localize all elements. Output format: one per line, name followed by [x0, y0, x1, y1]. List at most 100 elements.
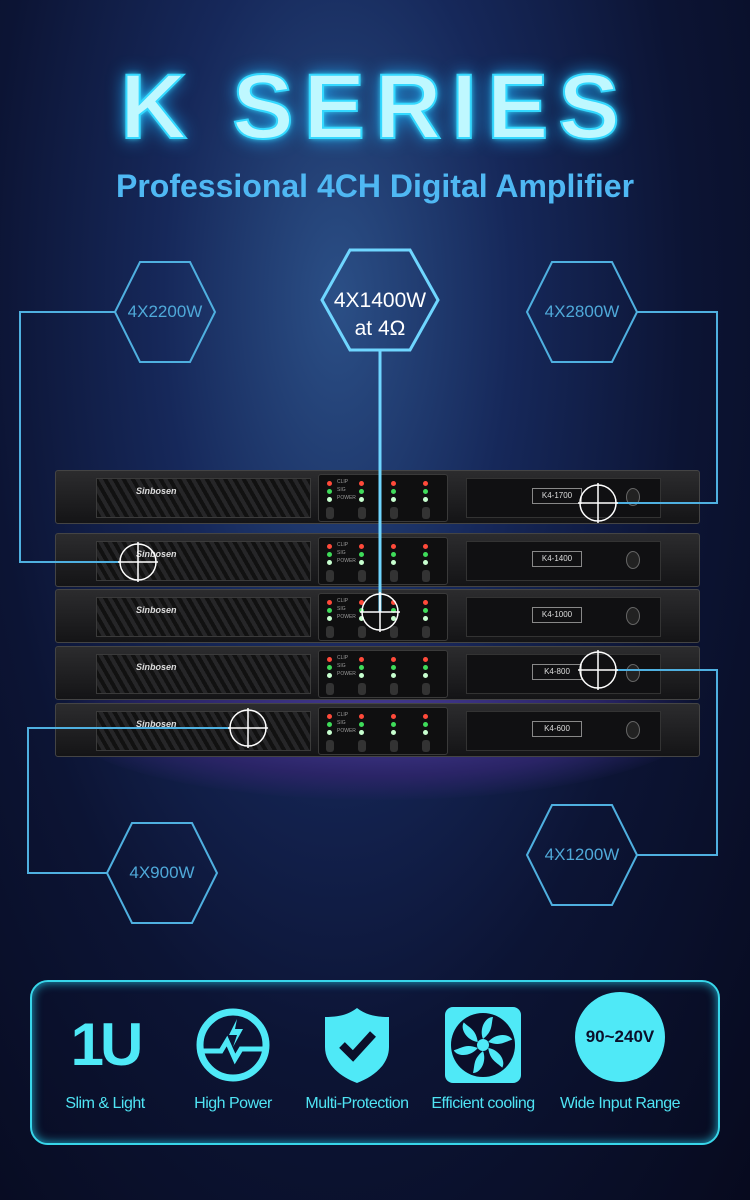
power-led — [391, 673, 396, 678]
gain-knob[interactable] — [326, 740, 334, 752]
power-led — [327, 497, 332, 502]
power-led — [359, 560, 364, 565]
gain-knob[interactable] — [390, 507, 398, 519]
gain-knob[interactable] — [326, 570, 334, 582]
sig-led — [391, 552, 396, 557]
feature-label: High Power — [194, 1095, 272, 1112]
hex-4x2200w — [113, 261, 217, 363]
gain-knob[interactable] — [390, 626, 398, 638]
power-led — [423, 560, 428, 565]
model-label: K4-600 — [532, 721, 582, 737]
gain-knob[interactable] — [390, 740, 398, 752]
indicator-panel: CLIP SIG POWER — [318, 650, 448, 698]
power-label-4x2800w: 4X2800W — [544, 302, 620, 321]
page-title: K SERIES — [119, 55, 630, 159]
gain-knob[interactable] — [358, 507, 366, 519]
amplifier-unit: Sinbosen CLIP SIG POWER K4-600 — [55, 703, 700, 757]
sig-led — [327, 722, 332, 727]
gain-knob[interactable] — [358, 626, 366, 638]
brand-logo: Sinbosen — [136, 662, 177, 672]
brand-logo: Sinbosen — [136, 719, 177, 729]
amplifier-unit: Sinbosen CLIP SIG POWER K4-800 — [55, 646, 700, 700]
power-led — [423, 730, 428, 735]
gain-knob[interactable] — [326, 507, 334, 519]
indicator-panel: CLIP SIG POWER — [318, 537, 448, 585]
model-label: K4-1000 — [532, 607, 582, 623]
power-label: POWER — [337, 728, 356, 734]
clip-led — [391, 714, 396, 719]
indicator-panel: CLIP SIG POWER — [318, 593, 448, 641]
amplifier-unit: Sinbosen CLIP SIG POWER K4-1400 — [55, 533, 700, 587]
gain-knob[interactable] — [422, 507, 430, 519]
power-label: POWER — [337, 558, 356, 564]
power-led — [423, 673, 428, 678]
clip-led — [327, 481, 332, 486]
gain-knob[interactable] — [358, 570, 366, 582]
gain-knob[interactable] — [422, 683, 430, 695]
power-switch[interactable] — [626, 488, 640, 506]
clip-led — [327, 657, 332, 662]
page-subtitle: Professional 4CH Digital Amplifier — [115, 168, 635, 204]
gain-knob[interactable] — [422, 626, 430, 638]
power-label-4x2200w: 4X2200W — [127, 302, 203, 321]
clip-led — [327, 600, 332, 605]
gain-knob[interactable] — [326, 683, 334, 695]
sig-led — [327, 608, 332, 613]
power-led — [423, 616, 428, 621]
model-label: K4-800 — [532, 664, 582, 680]
sig-led — [391, 489, 396, 494]
power-label-4x1200w: 4X1200W — [544, 845, 620, 864]
sig-led — [327, 489, 332, 494]
clip-led — [423, 714, 428, 719]
sig-led — [327, 552, 332, 557]
fan-icon — [445, 1007, 521, 1083]
gain-knob[interactable] — [390, 570, 398, 582]
clip-led — [327, 714, 332, 719]
gain-knob[interactable] — [326, 626, 334, 638]
power-led — [359, 497, 364, 502]
sig-led — [391, 665, 396, 670]
power-led — [391, 616, 396, 621]
sig-led — [423, 489, 428, 494]
clip-label: CLIP — [337, 479, 349, 485]
gain-knob[interactable] — [422, 740, 430, 752]
brand-logo: Sinbosen — [136, 549, 177, 559]
brand-logo: Sinbosen — [136, 605, 177, 615]
sig-led — [359, 665, 364, 670]
power-switch[interactable] — [626, 607, 640, 625]
clip-label: CLIP — [337, 655, 349, 661]
sig-led — [391, 608, 396, 613]
clip-label: CLIP — [337, 542, 349, 548]
sig-led — [423, 608, 428, 613]
power-led — [391, 560, 396, 565]
sig-led — [423, 552, 428, 557]
power-led — [359, 730, 364, 735]
amplifier-unit: Sinbosen CLIP SIG POWER K4-1000 — [55, 589, 700, 643]
sig-label: SIG — [337, 606, 346, 612]
feature-label: Wide Input Range — [559, 1095, 681, 1112]
clip-label: CLIP — [337, 598, 349, 604]
feature-label: Efficient cooling — [431, 1095, 535, 1112]
gain-knob[interactable] — [358, 740, 366, 752]
power-switch[interactable] — [626, 664, 640, 682]
gain-knob[interactable] — [390, 683, 398, 695]
power-led — [423, 497, 428, 502]
gain-knob[interactable] — [358, 683, 366, 695]
power-switch[interactable] — [626, 551, 640, 569]
clip-led — [391, 481, 396, 486]
vent-grill — [96, 654, 311, 694]
power-led — [391, 497, 396, 502]
sig-led — [423, 665, 428, 670]
voltage-circle-icon: 90~240V — [575, 992, 665, 1082]
power-label: POWER — [337, 614, 356, 620]
power-label-4x1400w: 4X1400W — [333, 289, 427, 312]
gain-knob[interactable] — [422, 570, 430, 582]
sig-led — [359, 722, 364, 727]
power-switch[interactable] — [626, 721, 640, 739]
shield-check-icon — [325, 1008, 389, 1083]
callout-line — [616, 311, 718, 504]
clip-led — [359, 714, 364, 719]
feature-label: Slim & Light — [65, 1095, 145, 1112]
sig-label: SIG — [337, 550, 346, 556]
sig-label: SIG — [337, 487, 346, 493]
